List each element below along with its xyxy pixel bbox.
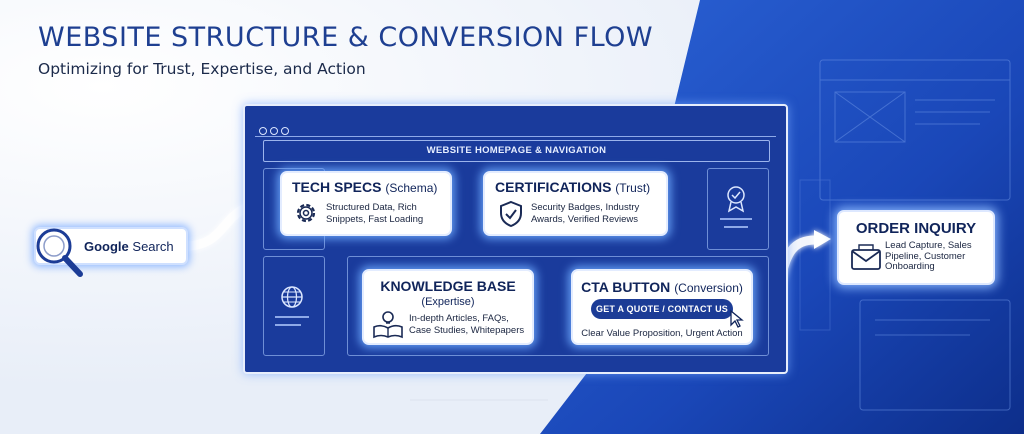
page-title: WEBSITE STRUCTURE & CONVERSION FLOW [38,22,654,53]
search-label: Google Search [84,239,174,254]
window-controls [259,122,292,140]
desc-line: Snippets, Fast Loading [326,213,424,225]
placeholder-line [720,218,752,220]
window-dot [270,127,278,135]
desc-line: Pipeline, Customer [885,250,966,262]
desc-line: Case Studies, Whitepapers [409,324,525,336]
desc-line: In-depth Articles, FAQs, [409,313,509,324]
placeholder-line [275,316,309,318]
tech-specs-card[interactable]: TECH SPECS (Schema) Structured Data, Ric… [280,171,452,236]
page-subtitle: Optimizing for Trust, Expertise, and Act… [38,60,366,78]
certifications-card[interactable]: CERTIFICATIONS (Trust) Security Badges, … [483,171,668,236]
search-text: Search [132,239,174,254]
gear-icon [296,203,316,223]
globe-icon [281,286,303,308]
layout-panel [707,168,769,250]
placeholder-line [275,324,301,326]
shield-check-icon [500,200,522,228]
order-inquiry-title: ORDER INQUIRY [855,220,977,237]
tech-specs-paren: (Schema) [385,181,438,195]
certifications-title: CERTIFICATIONS (Trust) [495,179,650,195]
cta-title: CTA BUTTON (Conversion) [573,279,751,295]
certifications-title-text: CERTIFICATIONS [495,179,612,195]
knowledge-base-card[interactable]: KNOWLEDGE BASE (Expertise) In-depth Arti… [362,269,534,345]
cta-paren: (Conversion) [674,281,743,295]
knowledge-base-title: KNOWLEDGE BASE [380,278,516,294]
search-brand: Google [84,239,129,254]
layout-panel [263,256,325,356]
cta-title-text: CTA BUTTON [581,279,671,295]
desc-line: Onboarding [885,261,935,272]
envelope-icon [851,244,881,270]
desc-line: Structured Data, Rich [326,202,417,213]
placeholder-line [724,226,748,228]
knowledge-base-description: In-depth Articles, FAQs, Case Studies, W… [409,313,524,336]
cta-description: Clear Value Proposition, Urgent Action [581,328,743,339]
tech-specs-description: Structured Data, Rich Snippets, Fast Loa… [326,202,423,225]
certifications-description: Security Badges, Industry Awards, Verifi… [531,202,639,225]
homepage-navigation-bar[interactable]: WEBSITE HOMEPAGE & NAVIGATION [263,140,770,162]
layout-panel [347,256,769,356]
certifications-paren: (Trust) [615,181,651,195]
order-inquiry-card[interactable]: ORDER INQUIRY Lead Capture, Sales Pipeli… [837,210,995,285]
award-badge-icon [727,186,745,213]
desc-line: Security Badges, Industry [531,202,640,213]
window-divider [255,136,776,137]
cta-card[interactable]: CTA BUTTON (Conversion) GET A QUOTE / CO… [571,269,753,345]
magnifier-icon [36,228,83,277]
order-inquiry-description: Lead Capture, Sales Pipeline, Customer O… [885,240,972,273]
desc-line: Lead Capture, Sales [885,240,972,251]
window-dot [259,127,267,135]
wireframe-sketch [799,59,1011,411]
tech-specs-title-text: TECH SPECS [292,179,382,195]
desc-line: Awards, Verified Reviews [531,213,639,225]
knowledge-base-paren: (Expertise) [421,296,475,308]
window-dot [281,127,289,135]
book-lightbulb-icon [373,311,403,339]
cursor-icon [730,309,744,328]
tech-specs-title: TECH SPECS (Schema) [292,179,437,195]
get-a-quote-button[interactable]: GET A QUOTE / CONTACT US [591,299,733,319]
